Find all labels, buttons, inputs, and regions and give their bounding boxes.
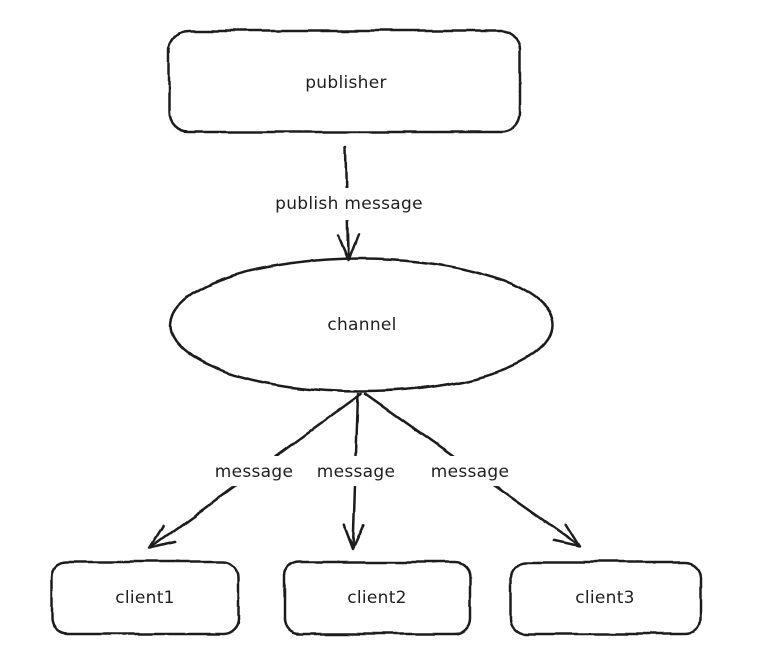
node-client3-label: client3 [575,588,635,608]
edge-channel-client2-arrowhead-icon [342,523,366,551]
node-channel-label: channel [327,315,396,335]
edge-channel-client2-label: message [317,462,396,482]
node-publisher-shape [167,29,522,134]
node-client2-shape [282,560,472,636]
edge-channel-client3-arrowhead-icon [552,522,581,548]
edge-channel-client3-label-bg [424,456,516,486]
node-client2-label: client2 [347,588,407,608]
node-client1-shape [50,560,240,636]
edge-publisher-channel-label-bg [260,188,438,220]
edge-publisher-channel-label: publish message [275,194,423,214]
node-client3-shape [509,560,702,636]
edge-channel-client3-label: message [431,462,510,482]
edge-channel-client1-arrowhead-icon [148,524,177,550]
node-client1-label: client1 [115,588,175,608]
edge-channel-client2-label-bg [310,456,402,486]
edge-publisher-channel-arrowhead-icon [336,232,360,262]
node-publisher-label: publisher [305,73,387,93]
edge-channel-client1-label-bg [208,456,300,486]
node-channel-shape [168,257,555,393]
edge-channel-client1-label: message [215,462,294,482]
